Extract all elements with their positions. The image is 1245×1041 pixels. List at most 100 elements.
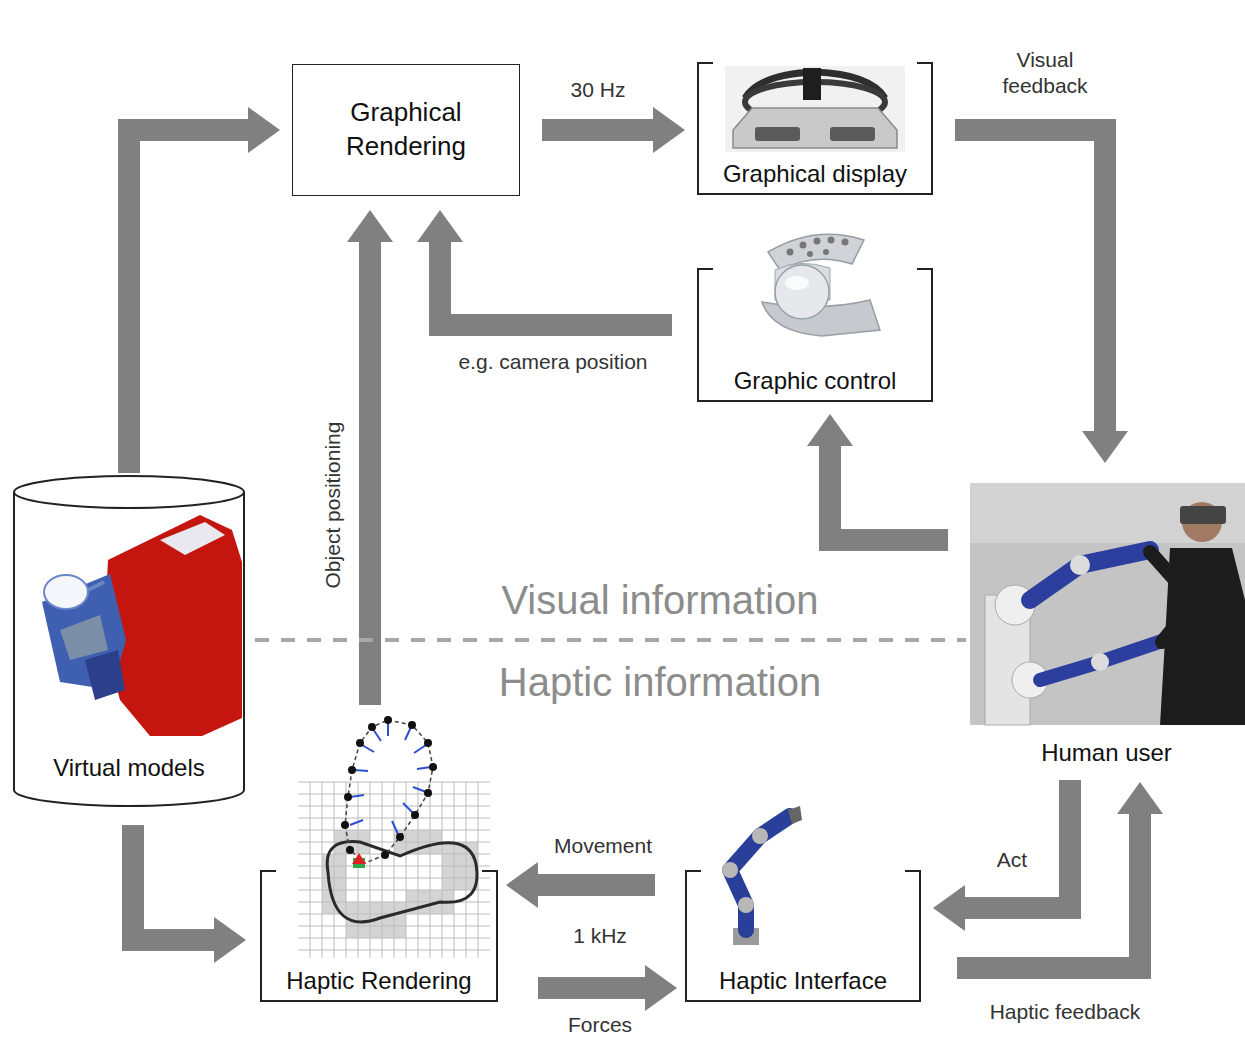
hmd-picture (725, 66, 905, 152)
edge-label: e.g. camera position (455, 349, 650, 375)
bracket-tick (917, 268, 931, 270)
bracket-tick (699, 62, 713, 64)
shell-point (348, 766, 356, 774)
user-photo (970, 483, 1245, 725)
connector-arrow (506, 862, 655, 908)
arrow-head (506, 862, 538, 908)
rate-label: 1 kHz (570, 923, 630, 949)
shell-point (381, 851, 389, 859)
bracket-tick (262, 870, 276, 872)
node-label: Graphical Rendering (302, 96, 510, 164)
shell-point (411, 811, 419, 819)
shell-point (356, 739, 364, 747)
edge-label: Object positioning (320, 419, 346, 592)
normal-arrow (413, 787, 426, 792)
point-shell (345, 720, 433, 863)
arrow-shaft (955, 130, 1105, 431)
arm-joint (722, 862, 738, 878)
node-label: Haptic Interface (719, 965, 887, 996)
node-label: Graphic control (734, 365, 897, 396)
connector-arrow (538, 965, 677, 1011)
shell-points (341, 716, 437, 859)
person-arm (1150, 552, 1180, 642)
car-body (104, 515, 242, 736)
node-label: Graphical display (723, 158, 907, 189)
bracket-tick (699, 268, 713, 270)
arrow-shaft (957, 814, 1140, 968)
node-label: Virtual models (53, 752, 205, 783)
key (807, 251, 813, 257)
voxel-grid-picture (298, 716, 490, 958)
device-box: Graphic control (697, 268, 933, 402)
shell-point (424, 789, 432, 797)
bracket-tick (482, 870, 496, 872)
device-box: Haptic Interface (685, 870, 921, 1002)
normal-arrow (373, 729, 381, 741)
shell-point (341, 821, 349, 829)
box-border (292, 64, 520, 196)
bracket-tick (917, 62, 931, 64)
arrow-head (1082, 431, 1128, 463)
normal-arrows (350, 722, 431, 834)
shell-point (429, 763, 437, 771)
normal-arrow (354, 770, 368, 771)
cap-shine (785, 276, 809, 290)
cylinder-body (14, 492, 244, 806)
database-cylinder (14, 476, 244, 806)
key (800, 242, 807, 249)
connector-arrow (955, 130, 1128, 463)
arm-joint (738, 897, 754, 913)
node-label: Haptic Rendering (286, 965, 471, 996)
photo-ground (725, 66, 905, 152)
normal-arrow (392, 821, 398, 834)
top-strap (803, 68, 821, 100)
robot-joint (1070, 555, 1090, 575)
edge-label: Act (994, 847, 1030, 873)
robot-arm (1030, 550, 1150, 600)
arrow-shaft (129, 130, 248, 473)
arrow-shaft (133, 825, 214, 940)
person-hmd (1180, 506, 1226, 524)
edge-label: Visual feedback (992, 47, 1098, 100)
robot-joint (1091, 653, 1109, 671)
key (787, 249, 794, 256)
shell-point (408, 721, 416, 729)
separator-line (255, 638, 966, 642)
arrow-shaft (830, 446, 948, 540)
arm-joint (752, 828, 768, 844)
white-part (88, 582, 104, 590)
photo-ground (970, 483, 1245, 725)
key (842, 239, 849, 246)
arrow-shaft (538, 977, 645, 999)
device-box: Graphical display (697, 62, 933, 195)
arrow-head (417, 210, 463, 242)
contact-point (352, 853, 366, 864)
engine-part (85, 650, 125, 700)
arrow-shaft (440, 242, 672, 325)
connector-arrow (347, 210, 393, 705)
normal-arrow (414, 745, 426, 753)
white-part (44, 575, 88, 609)
arrow-head (347, 210, 393, 242)
shell-point (424, 739, 432, 747)
cylinder-top (14, 476, 244, 508)
connector-arrow (933, 780, 1070, 931)
normal-arrow (405, 727, 411, 740)
edge-label: 30 Hz (568, 77, 629, 103)
connector-arrow (129, 107, 280, 473)
car-window (160, 522, 225, 555)
key (828, 237, 835, 244)
section-label: Haptic information (496, 657, 824, 707)
normal-arrow (387, 722, 389, 736)
arrow-head (645, 965, 677, 1011)
grid-lines (298, 782, 490, 958)
arrow-shaft (538, 874, 655, 896)
normal-arrow (417, 767, 431, 769)
node-label: Human user (1041, 737, 1172, 768)
process-box: Graphical Rendering (292, 64, 520, 196)
database-node: Virtual models (14, 475, 244, 805)
arrow-head (933, 885, 965, 931)
arrow-head (1117, 782, 1163, 814)
arrow-shaft (542, 119, 653, 141)
